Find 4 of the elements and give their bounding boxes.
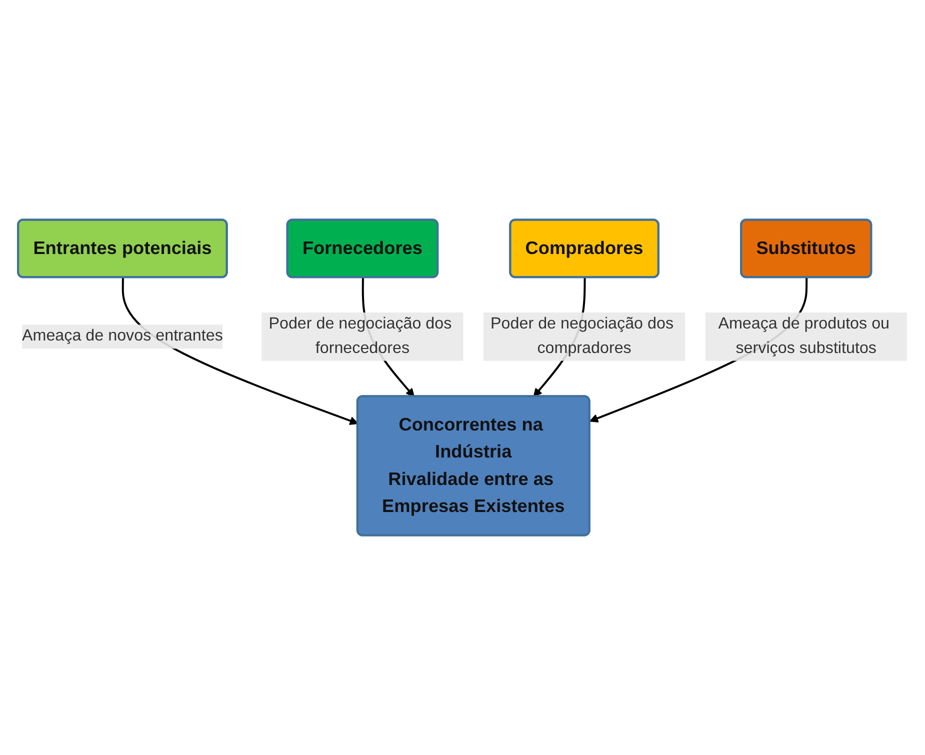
edge-label: Ameaça de novos entrantes	[22, 328, 223, 345]
edge-label: Ameaça de produtos ou serviços substitutos	[718, 315, 890, 357]
edge-label: Poder de negociação dos fornecedores	[268, 315, 452, 357]
edge-label: Poder de negociação dos compradores	[490, 315, 674, 357]
